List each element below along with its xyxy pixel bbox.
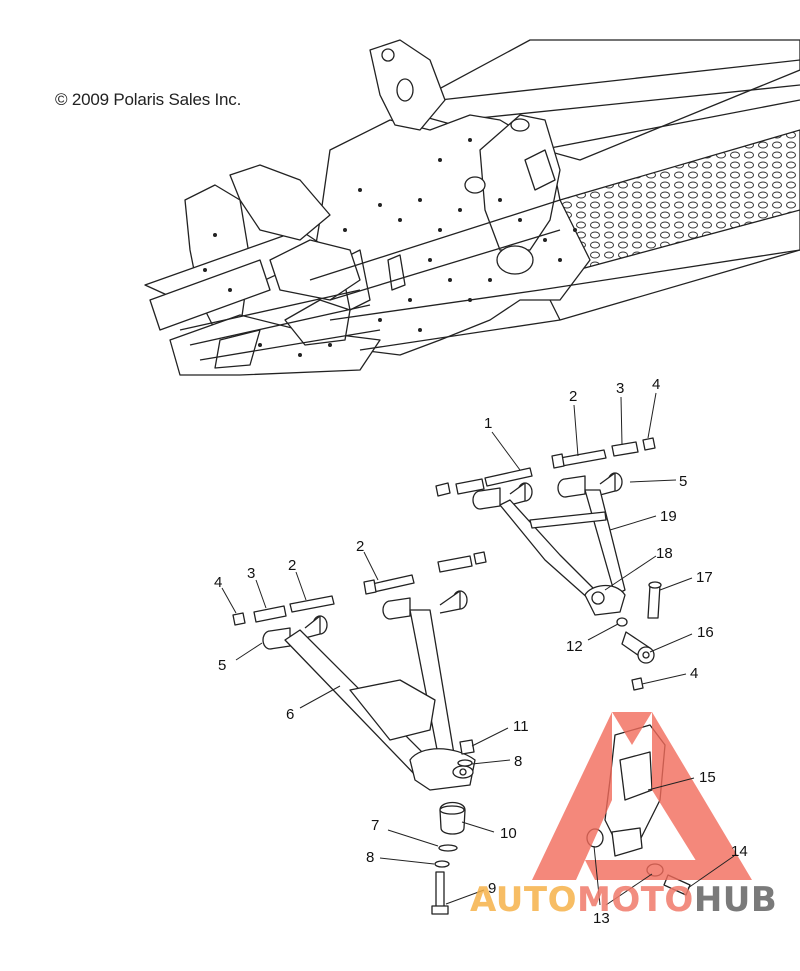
leader-lines bbox=[221, 392, 735, 906]
copyright-notice: © 2009 Polaris Sales Inc. bbox=[55, 90, 242, 109]
nut-4-small bbox=[631, 677, 644, 691]
callout-11: 11 bbox=[513, 718, 529, 735]
callout-2-middle: 2 bbox=[356, 538, 364, 555]
watermark-moto: MOTO bbox=[576, 880, 694, 920]
washer-8 bbox=[434, 860, 450, 868]
callout-5-left: 5 bbox=[218, 657, 226, 674]
callout-8-upper: 8 bbox=[514, 753, 522, 770]
callout-3-left: 3 bbox=[247, 565, 255, 582]
bolt-9 bbox=[435, 871, 445, 909]
callout-15: 15 bbox=[699, 769, 716, 786]
sleeve-lower bbox=[437, 555, 473, 573]
watermark-auto: AUTO bbox=[470, 880, 577, 920]
callout-2-left: 2 bbox=[288, 557, 296, 574]
callout-4-left: 4 bbox=[214, 574, 222, 591]
callout-labels: 1 2 3 4 5 19 18 17 12 16 4 2 4 3 2 5 6 1… bbox=[214, 376, 748, 927]
callout-4-upper: 4 bbox=[652, 376, 660, 393]
chassis-rivets bbox=[203, 138, 577, 357]
callout-4-small: 4 bbox=[690, 665, 698, 682]
callout-16: 16 bbox=[697, 624, 714, 641]
spindle-assembly bbox=[586, 724, 691, 896]
bolt-2-left bbox=[289, 595, 335, 613]
callout-3-upper: 3 bbox=[616, 380, 624, 397]
callout-12: 12 bbox=[566, 638, 583, 655]
nut-4-upper bbox=[642, 437, 656, 451]
sleeve-3-left bbox=[253, 605, 287, 623]
callout-7: 7 bbox=[371, 817, 379, 834]
callout-10: 10 bbox=[500, 825, 517, 842]
callout-2-upper: 2 bbox=[569, 388, 577, 405]
callout-8-lower: 8 bbox=[366, 849, 374, 866]
lower-a-arm-assembly bbox=[232, 551, 487, 915]
watermark-hub: HUB bbox=[693, 880, 778, 920]
callout-18: 18 bbox=[656, 545, 673, 562]
callout-13: 13 bbox=[593, 910, 610, 927]
watermark-text: AUTOMOTOHUB bbox=[470, 880, 777, 920]
bushing-12 bbox=[616, 617, 628, 627]
sleeve-3-upper bbox=[611, 441, 639, 457]
bolt-2-middle bbox=[371, 574, 415, 593]
pin-17 bbox=[647, 584, 661, 619]
bolt-1 bbox=[435, 467, 533, 497]
callout-14: 14 bbox=[731, 843, 748, 860]
chassis-frame bbox=[144, 39, 800, 376]
callout-9: 9 bbox=[488, 880, 496, 897]
callout-1: 1 bbox=[484, 415, 492, 432]
callout-5-upper: 5 bbox=[679, 473, 687, 490]
callout-19: 19 bbox=[660, 508, 677, 525]
clip-7 bbox=[438, 844, 458, 852]
watermark-logo bbox=[532, 712, 752, 880]
ball-joint-18 bbox=[591, 591, 605, 605]
callout-6: 6 bbox=[286, 706, 294, 723]
upper-a-arm-assembly bbox=[435, 437, 662, 691]
nut-11 bbox=[459, 739, 475, 755]
nut-4-left bbox=[232, 612, 246, 626]
bolt-2-upper bbox=[559, 449, 607, 467]
callout-17: 17 bbox=[696, 569, 713, 586]
